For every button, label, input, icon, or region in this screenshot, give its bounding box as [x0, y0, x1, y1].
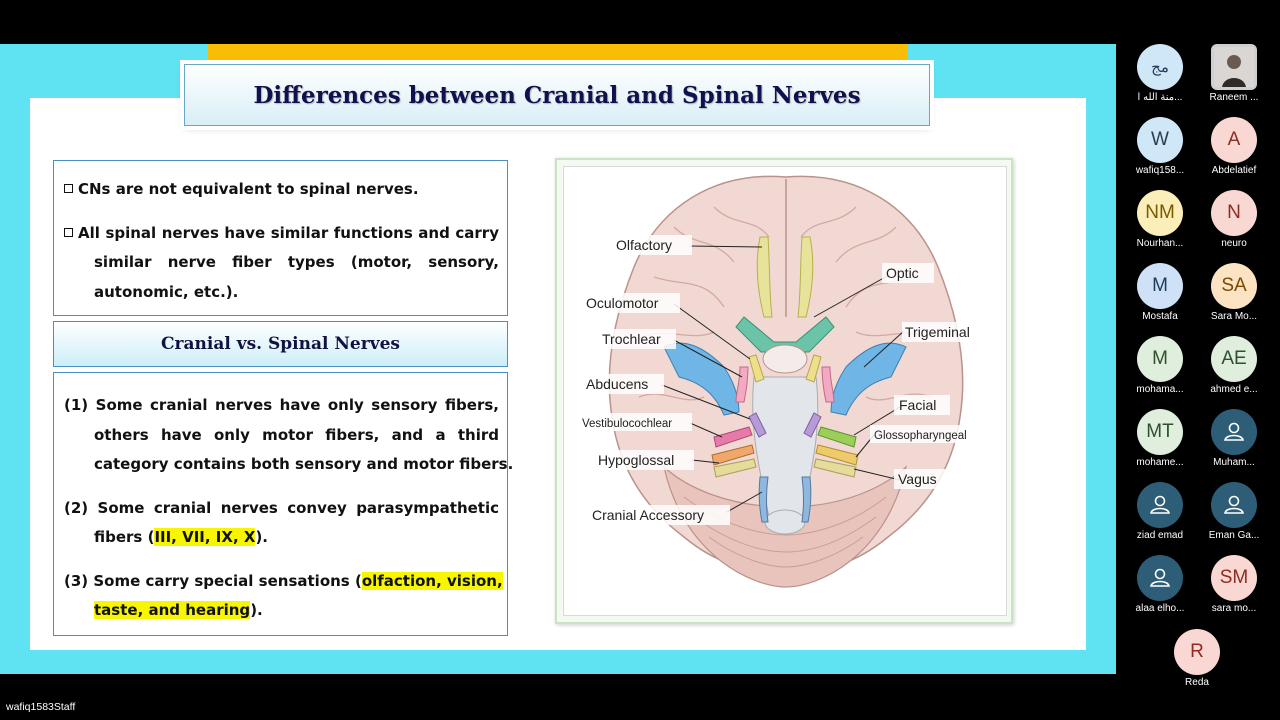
participant-name: Raneem ...	[1209, 92, 1259, 103]
label-facial: Facial	[899, 397, 936, 413]
label-cranial-accessory: Cranial Accessory	[592, 507, 704, 523]
participant-tile[interactable]: R Reda	[1157, 629, 1237, 699]
participant-name: sara mo...	[1211, 603, 1257, 614]
avatar	[1137, 555, 1183, 601]
label-olfactory: Olfactory	[616, 237, 672, 253]
comparison-subtitle: Cranial vs. Spinal Nerves	[161, 334, 400, 354]
avatar: M	[1137, 336, 1183, 382]
slide-title-box: Differences between Cranial and Spinal N…	[184, 64, 930, 126]
participant-name: Eman Ga...	[1208, 530, 1260, 541]
cranial-nerves-illustration: Olfactory Optic Oculomotor Trochlear Tri…	[578, 175, 990, 588]
user-icon	[1150, 568, 1170, 587]
brain-diagram: Olfactory Optic Oculomotor Trochlear Tri…	[563, 166, 1007, 616]
avatar: M	[1137, 263, 1183, 309]
participant-tile[interactable]: M mohama...	[1120, 336, 1200, 406]
point-1: (1) Some cranial nerves have only sensor…	[64, 396, 514, 473]
avatar: R	[1174, 629, 1220, 675]
comparison-box: (1) Some cranial nerves have only sensor…	[53, 372, 514, 636]
participant-tile[interactable]: M Mostafa	[1120, 263, 1200, 333]
avatar: SA	[1211, 263, 1257, 309]
participant-name: wafiq158...	[1135, 165, 1185, 176]
participant-name: Abdelatief	[1211, 165, 1257, 176]
participant-tile[interactable]: SA Sara Mo...	[1194, 263, 1274, 333]
participant-tile[interactable]: Muham...	[1194, 409, 1274, 479]
participant-tile[interactable]: alaa elho...	[1120, 555, 1200, 625]
avatar	[1211, 482, 1257, 528]
participant-name: Mostafa	[1142, 311, 1178, 322]
presenter-name: wafiq1583Staff	[6, 701, 76, 713]
participants-panel: مج منة الله ا... Raneem ... W wafiq158..…	[1116, 0, 1280, 720]
participant-name: mohama...	[1136, 384, 1184, 395]
avatar: AE	[1211, 336, 1257, 382]
avatar: مج	[1137, 44, 1183, 90]
avatar: MT	[1137, 409, 1183, 455]
participant-name: Sara Mo...	[1210, 311, 1258, 322]
square-bullet-icon	[64, 227, 73, 237]
label-vagus: Vagus	[898, 471, 937, 487]
participant-tile[interactable]: NM Nourhan...	[1120, 190, 1200, 260]
profile-photo-icon	[1214, 47, 1254, 87]
participant-name: mohame...	[1136, 457, 1184, 468]
participant-name: alaa elho...	[1135, 603, 1185, 614]
highlight-nerves: III, VII, IX, X	[154, 528, 256, 546]
slide-title: Differences between Cranial and Spinal N…	[253, 81, 861, 109]
label-oculomotor: Oculomotor	[586, 295, 659, 311]
label-vestibulocochlear: Vestibulocochlear	[582, 418, 672, 430]
intro-bullet-2: All spinal nerves have similar functions…	[64, 219, 499, 308]
participant-name: Muham...	[1213, 457, 1255, 468]
participant-tile[interactable]: SM sara mo...	[1194, 555, 1274, 625]
intro-bullet-1: CNs are not equivalent to spinal nerves.	[64, 175, 499, 205]
participant-name: ahmed e...	[1210, 384, 1258, 395]
square-bullet-icon	[64, 184, 73, 193]
avatar: N	[1211, 190, 1257, 236]
highlight-senses-2: taste, and hearing	[94, 601, 251, 619]
point-2: (2) Some cranial nerves convey parasympa…	[64, 498, 499, 546]
participant-tile[interactable]: Eman Ga...	[1194, 482, 1274, 552]
avatar: NM	[1137, 190, 1183, 236]
user-icon	[1150, 495, 1170, 514]
participant-tile[interactable]: W wafiq158...	[1120, 117, 1200, 187]
label-glossopharyngeal: Glossopharyngeal	[874, 430, 967, 442]
avatar: SM	[1211, 555, 1257, 601]
participant-tile[interactable]: N neuro	[1194, 190, 1274, 260]
label-trigeminal: Trigeminal	[905, 324, 970, 340]
highlight-senses-1: olfaction, vision,	[361, 571, 503, 590]
label-optic: Optic	[886, 265, 919, 281]
participant-name: Nourhan...	[1136, 238, 1184, 249]
slide-frame: Differences between Cranial and Spinal N…	[0, 44, 1116, 674]
participant-tile[interactable]: Raneem ...	[1194, 44, 1274, 114]
participant-tile[interactable]: مج منة الله ا...	[1120, 44, 1200, 114]
label-abducens: Abducens	[586, 376, 648, 392]
participant-name: منة الله ا...	[1137, 92, 1183, 103]
avatar	[1211, 44, 1257, 90]
avatar: W	[1137, 117, 1183, 163]
participant-name: ziad emad	[1136, 530, 1184, 541]
participant-name: Reda	[1185, 677, 1209, 688]
comparison-subtitle-box: Cranial vs. Spinal Nerves	[53, 321, 508, 367]
intro-box: CNs are not equivalent to spinal nerves.…	[53, 160, 508, 316]
avatar: A	[1211, 117, 1257, 163]
participant-name: neuro	[1221, 238, 1247, 249]
label-hypoglossal: Hypoglossal	[598, 452, 674, 468]
user-icon	[1224, 422, 1244, 441]
brain-diagram-frame: Olfactory Optic Oculomotor Trochlear Tri…	[555, 158, 1013, 624]
avatar	[1137, 482, 1183, 528]
participant-tile[interactable]: A Abdelatief	[1194, 117, 1274, 187]
participant-tile[interactable]: MT mohame...	[1120, 409, 1200, 479]
participant-tile[interactable]: ziad emad	[1120, 482, 1200, 552]
participant-tile[interactable]: AE ahmed e...	[1194, 336, 1274, 406]
point-3: (3) Some carry special sensations (olfac…	[64, 571, 503, 619]
label-trochlear: Trochlear	[602, 331, 661, 347]
user-icon	[1224, 495, 1244, 514]
slide-top-bar	[208, 44, 908, 66]
avatar	[1211, 409, 1257, 455]
